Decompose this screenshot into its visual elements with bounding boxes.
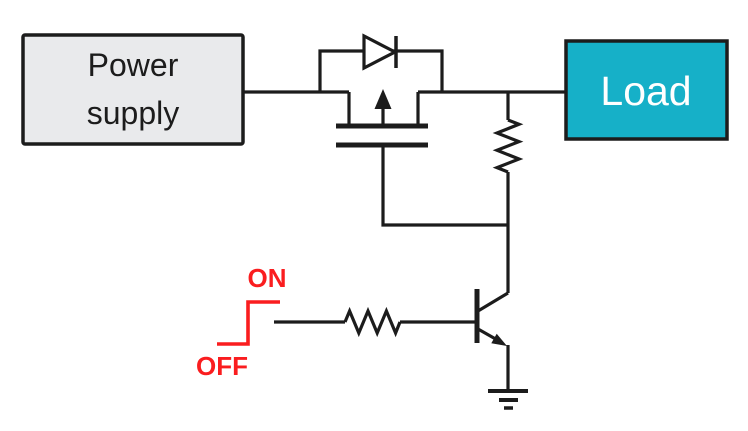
- gate-resistor: [492, 92, 524, 293]
- circuit-lines: [243, 33, 566, 410]
- npn-transistor-symbol: [474, 289, 510, 391]
- on-off-step-signal: [217, 300, 280, 346]
- power-supply-label-line1: Power: [88, 47, 179, 83]
- load-label: Load: [600, 68, 691, 114]
- step-waveform-icon: [217, 300, 280, 346]
- npn-collector-diagonal: [477, 291, 509, 313]
- power-supply-label-line2: supply: [87, 95, 180, 131]
- load-box: Load: [564, 39, 729, 141]
- load-rect: [564, 39, 729, 141]
- npn-emitter-arrow-head-icon: [491, 333, 507, 346]
- pmos-switch-symbol: [336, 89, 428, 148]
- off-label: OFF: [196, 351, 248, 381]
- ground-symbol-icon: [488, 389, 528, 410]
- power-supply-rect: [21, 33, 245, 146]
- base-resistor-zigzag: [343, 306, 402, 338]
- power-supply-box: Power supply: [21, 33, 245, 146]
- gate-wire: [381, 147, 508, 227]
- mosfet-body-arrow-head-icon: [374, 89, 392, 109]
- gate-resistor-zigzag: [492, 118, 524, 174]
- body-diode-triangle: [362, 33, 399, 71]
- on-label: ON: [248, 263, 287, 293]
